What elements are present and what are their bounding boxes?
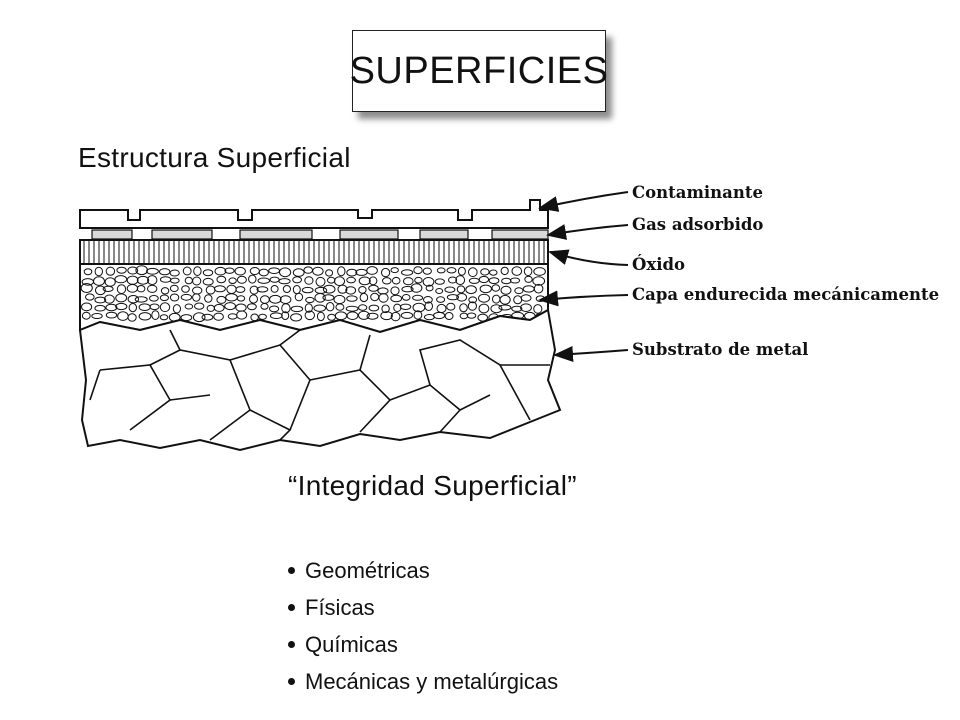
- contaminant-layer: [79, 199, 549, 229]
- fine-grains: [80, 265, 546, 323]
- bullet-text: Mecánicas y metalúrgicas: [305, 669, 559, 694]
- bullet-icon: [288, 678, 295, 685]
- bullet-icon: [288, 641, 295, 648]
- bullet-item: Químicas: [288, 626, 558, 663]
- bullet-text: Físicas: [305, 595, 375, 620]
- label-adsorbed-gas: Gas adsorbido: [632, 215, 763, 234]
- surface-structure-diagram: Contaminante Gas adsorbido Óxido Capa en…: [78, 183, 939, 452]
- label-work-hardened-layer: Capa endurecida mecánicamente: [632, 285, 939, 304]
- bullet-text: Químicas: [305, 632, 398, 657]
- label-metal-substrate: Substrato de metal: [632, 340, 808, 359]
- bullet-item: Geométricas: [288, 552, 558, 589]
- slide-title: SUPERFICIES: [349, 49, 609, 92]
- bullet-item: Físicas: [288, 589, 558, 626]
- label-arrows: [538, 191, 629, 362]
- surface-integrity-heading: “Integridad Superficial”: [288, 470, 577, 501]
- bullet-item: Mecánicas y metalúrgicas: [288, 663, 558, 700]
- adsorbed-gas-layer: [91, 229, 549, 240]
- bullet-list: Geométricas Físicas Químicas Mecánicas y…: [288, 552, 558, 700]
- title-box: SUPERFICIES: [349, 30, 609, 112]
- metal-substrate: [78, 308, 562, 452]
- oxide-hatching: [83, 241, 545, 263]
- label-oxide: Óxido: [632, 254, 685, 274]
- bullet-icon: [288, 567, 295, 574]
- substrate-grain-boundaries: [89, 329, 550, 441]
- slide-subtitle: Estructura Superficial: [78, 142, 351, 173]
- label-contaminant: Contaminante: [632, 183, 763, 202]
- bullet-icon: [288, 604, 295, 611]
- bullet-text: Geométricas: [305, 558, 430, 583]
